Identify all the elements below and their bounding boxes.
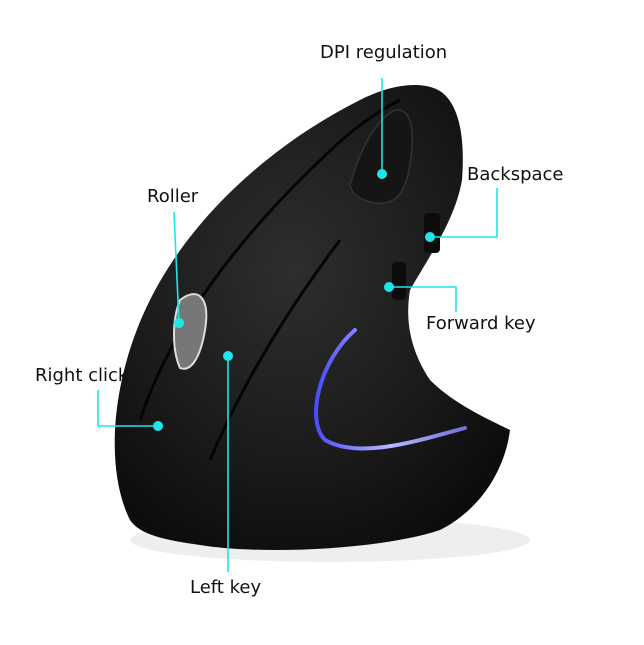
left-key-dot	[223, 351, 233, 361]
scroll-wheel	[173, 293, 208, 370]
dpi-button-shape	[349, 109, 413, 204]
roller-leader-line	[173, 211, 180, 324]
forward-dot	[384, 282, 394, 292]
backspace-leader-line	[430, 188, 498, 238]
left-key-label: Left key	[190, 577, 262, 598]
button-seam-left	[208, 239, 342, 461]
roller-label: Roller	[147, 186, 199, 207]
forward-button-shape	[392, 262, 406, 300]
dpi-dot	[377, 169, 387, 179]
right-click-label: Right click	[35, 365, 129, 386]
button-seam	[138, 98, 401, 421]
led-strip	[314, 328, 467, 451]
forward-key-label: Forward key	[426, 313, 536, 334]
right-click-leader-line	[97, 390, 158, 427]
right-click-dot	[153, 421, 163, 431]
dpi-regulation-label: DPI regulation	[320, 42, 448, 63]
backspace-label: Backspace	[467, 164, 564, 185]
roller-dot	[174, 318, 184, 328]
forward-leader-line	[389, 286, 457, 312]
backspace-dot	[425, 232, 435, 242]
mouse-body	[114, 84, 511, 550]
